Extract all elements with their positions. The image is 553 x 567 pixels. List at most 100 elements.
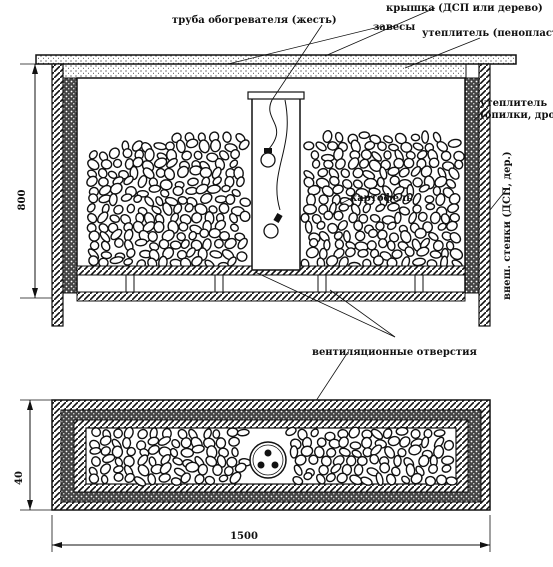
potato [432, 185, 442, 197]
potato [215, 437, 227, 449]
potato [363, 177, 378, 190]
potato [234, 462, 247, 473]
potato [364, 140, 376, 151]
potato [364, 195, 375, 206]
potato [86, 203, 96, 213]
potato [436, 140, 449, 153]
potato [170, 477, 182, 486]
potato [333, 210, 344, 221]
potato [362, 170, 376, 180]
potato [200, 192, 213, 205]
potato [316, 437, 327, 448]
lamp-wire-2 [276, 99, 288, 211]
lid [35, 54, 517, 65]
potato [199, 228, 210, 239]
potato [373, 255, 384, 266]
potato [191, 255, 203, 267]
potato [180, 239, 190, 249]
potato [302, 203, 318, 215]
potato [310, 428, 319, 438]
potato [155, 196, 164, 207]
potato [199, 166, 213, 179]
potato [443, 439, 455, 451]
potato [213, 238, 224, 249]
potato [330, 463, 342, 474]
potato [440, 150, 452, 162]
potato [388, 143, 399, 152]
potato [162, 202, 173, 216]
potato [153, 157, 168, 169]
potato [305, 246, 319, 259]
potato [153, 220, 165, 234]
potato [206, 184, 221, 194]
potato [313, 446, 325, 459]
potato [229, 471, 242, 485]
potato [191, 212, 203, 224]
potato [325, 255, 339, 267]
potato [397, 447, 407, 458]
potato [398, 206, 411, 216]
potato [292, 475, 304, 486]
potato [131, 140, 144, 152]
potato [124, 472, 135, 484]
potato [158, 473, 171, 483]
potato [180, 472, 191, 484]
label-vents: вентиляционные отверстия [312, 347, 478, 358]
leader-side-insulation [473, 107, 489, 121]
potato [194, 473, 205, 485]
potato [433, 429, 446, 438]
potato [334, 131, 344, 143]
leader-vents-1 [254, 271, 396, 338]
potato [123, 175, 134, 186]
potato [414, 227, 427, 239]
potato [429, 250, 442, 259]
potato [175, 139, 186, 154]
potato [158, 238, 170, 250]
potato [303, 472, 313, 481]
potato [445, 178, 457, 189]
potato [316, 220, 326, 230]
potato [408, 211, 418, 225]
potato [326, 447, 337, 458]
potato [113, 428, 123, 439]
potato [432, 240, 444, 252]
potato [362, 203, 372, 214]
potatoes-front [86, 129, 465, 271]
potato [382, 428, 393, 439]
potato [410, 472, 423, 485]
potato [144, 148, 155, 162]
potato [144, 196, 155, 207]
label-side-insulation-1: утеплитель [480, 98, 547, 109]
heater-pipe-top-icon [249, 441, 287, 479]
potato [404, 246, 415, 257]
potato [226, 427, 239, 438]
potato [87, 158, 100, 171]
potato [375, 203, 386, 213]
potato [387, 202, 400, 212]
potato [418, 184, 430, 193]
potato [428, 231, 439, 242]
potato [376, 176, 385, 188]
potato [375, 472, 384, 487]
potato [88, 193, 99, 204]
potato [384, 445, 396, 459]
potato [338, 203, 350, 212]
potato [204, 475, 216, 486]
potato [408, 444, 422, 456]
potato [315, 473, 326, 485]
potato [100, 474, 109, 485]
potato [208, 228, 222, 239]
potato [357, 248, 369, 258]
potato [366, 240, 377, 251]
potato [126, 203, 136, 214]
potato [420, 165, 433, 178]
potato [137, 175, 148, 189]
potato [239, 210, 251, 223]
potato [171, 438, 181, 449]
potato [391, 466, 401, 477]
potato [184, 202, 194, 213]
potato [229, 223, 239, 232]
potato [101, 453, 116, 464]
potato [371, 151, 382, 162]
floor-support-4 [414, 274, 424, 293]
